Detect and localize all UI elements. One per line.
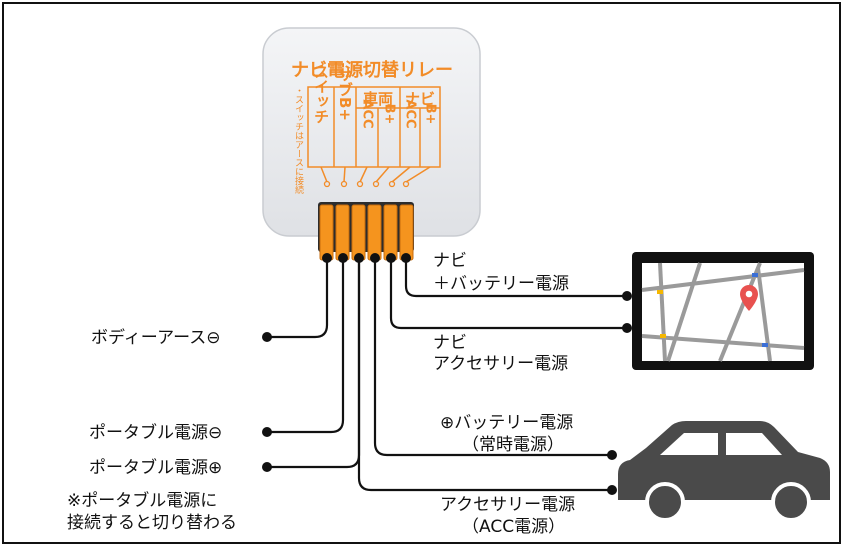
wires [262,253,632,495]
wire-portable-minus [267,258,345,434]
relay-col-navi-b: B+ [423,104,438,125]
wire-body-ground [267,258,329,339]
wire-portable-plus [267,258,361,469]
label-navi-acc-line1: ナビ [433,333,467,353]
label-car-battery-line2: （常時電源） [462,435,564,455]
label-body-ground: ボディーアース⊖ [91,327,221,348]
relay-header-navi: ナビ [405,90,435,108]
relay-col-switch: スイッチ [312,64,330,124]
label-car-acc-line2: （ACC電源） [462,517,565,537]
wire-navi-battery [404,258,627,298]
label-portable-minus: ポータブル電源⊖ [89,422,222,443]
relay-title: ナビ電源切替リレー [291,59,453,81]
relay-label-grid: 車両 ナビ スイッチ サブB+ ACC B+ ACC B+ [307,64,441,168]
label-car-acc-line1: アクセサリー電源 [440,495,575,515]
relay-header-vehicle: 車両 [363,90,393,108]
label-portable-plus: ポータブル電源⊕ [89,457,222,478]
label-navi-battery-line1: ナビ [433,251,467,271]
relay-col-vehicle-acc: ACC [360,99,375,128]
navigation-screen-icon [632,252,814,370]
car-icon [618,421,830,522]
label-note-line1: ※ポータブル電源に [67,490,217,511]
relay-side-note: ・スイッチはアースに接続 [293,86,304,195]
relay-col-sub-b: サブB+ [336,67,354,121]
wire-vehicle-battery [373,258,612,457]
label-car-battery-line1: ⊕バッテリー電源 [440,413,573,433]
label-navi-acc-line2: アクセサリー電源 [433,354,568,374]
map-pin-icon [740,285,758,311]
relay-connector [318,202,414,261]
relay-col-navi-acc: ACC [403,99,418,128]
relay-col-vehicle-b: B+ [382,104,397,125]
wire-navi-acc [389,258,627,330]
relay-pin-leaders [320,166,431,188]
relay-unit: ナビ電源切替リレー 車両 ナビ スイッチ サブB+ ACC B+ ACC B+ … [262,27,481,261]
label-navi-battery-line2: ＋バッテリー電源 [433,274,569,294]
wire-vehicle-acc [357,258,612,492]
label-note-line2: 接続すると切り替わる [67,513,237,533]
map-roads [641,262,805,362]
